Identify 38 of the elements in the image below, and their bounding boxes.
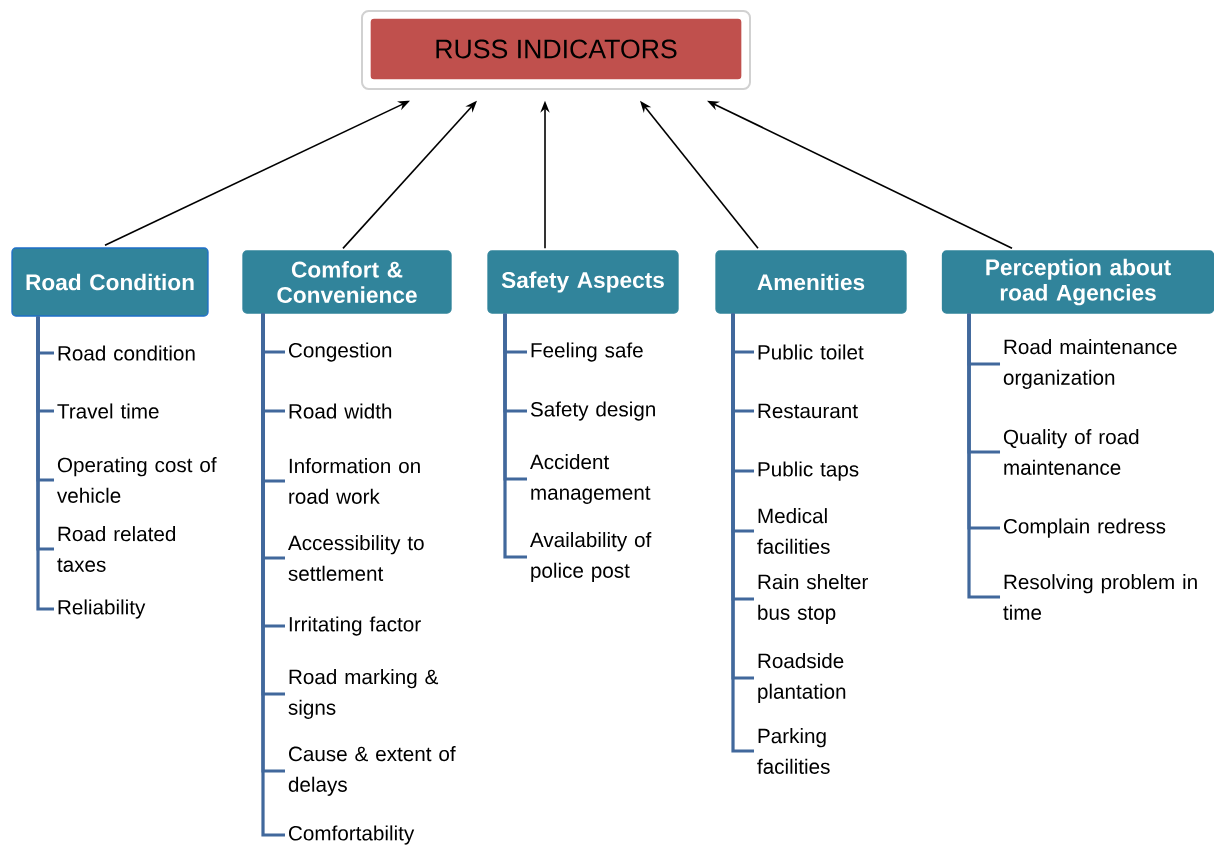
item-label: Availability of police post (530, 532, 652, 582)
item-label: Congestion (289, 342, 392, 362)
tree-line (731, 313, 754, 753)
category-box: Comfort & Convenience (242, 250, 452, 314)
item-label: Rain shelter bus stop (758, 574, 868, 624)
item-label: Road marking & signs (288, 669, 439, 719)
category-box: Perception about road Agencies (941, 250, 1214, 314)
item-label: Restaurant (758, 403, 858, 419)
category-box: Amenities (715, 250, 907, 314)
item-label: Road width (289, 403, 392, 419)
item-label: Accident management (530, 454, 651, 504)
item-label: Travel time (57, 403, 159, 419)
tree-line (967, 313, 1000, 599)
tree-line (503, 313, 527, 559)
item-label: Road related taxes (57, 526, 176, 572)
category-box: Safety Aspects (487, 250, 679, 314)
item-label: Road condition (58, 345, 195, 361)
item-label: Information on road work (289, 458, 420, 504)
item-label: Reliability (58, 599, 146, 619)
item-label: Quality of road maintenance (1003, 429, 1139, 475)
item-label: Road maintenance organization (1003, 339, 1177, 389)
item-label: Roadside plantation (758, 653, 846, 703)
item-label: Safety design (530, 401, 655, 421)
item-label: Parking facilities (757, 728, 830, 774)
item-label: Cause & extent of delays (288, 746, 456, 796)
item-label: Complain redress (1004, 518, 1166, 538)
item-label: Feeling safe (531, 342, 643, 362)
title-box: RUSS INDICATORS (361, 10, 751, 90)
category-box: Road Condition (11, 247, 209, 317)
item-label: Public toilet (758, 344, 864, 360)
item-label: Medical facilities (757, 508, 830, 554)
item-label: Resolving problem in time (1003, 574, 1197, 620)
item-label: Accessibility to settlement (288, 535, 424, 581)
item-label: Comfortability (289, 825, 415, 845)
item-label: Irritating factor (289, 616, 421, 636)
item-label: Public taps (758, 461, 859, 481)
tree-line (36, 316, 54, 611)
item-label: Operating cost of vehicle (57, 457, 217, 503)
